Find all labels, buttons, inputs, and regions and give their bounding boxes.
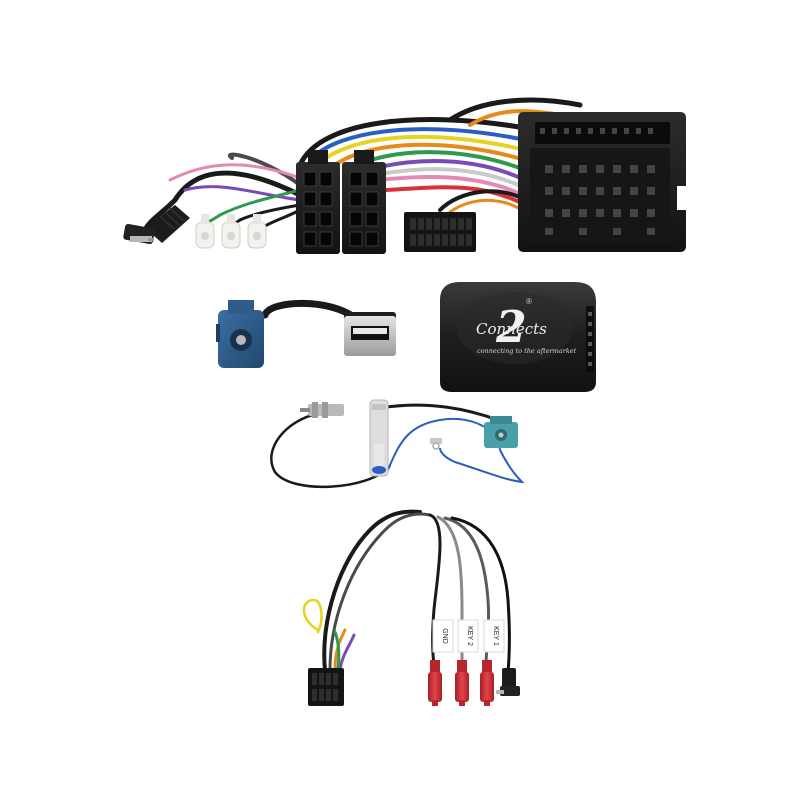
jack-plug (123, 205, 190, 245)
usb-plug (344, 312, 396, 356)
label-key1: KEY 1 (492, 626, 499, 646)
sixteen-pin-plug (404, 212, 476, 252)
iso-connectors (296, 150, 386, 254)
quadlock-connector (518, 112, 686, 252)
interface-module: 2 Connects ® connecting to the aftermark… (440, 282, 596, 392)
quadlock-pins (540, 128, 655, 235)
patch-lead: GND KEY 2 KEY 1 (302, 509, 520, 706)
fakra-usb-adapter (216, 299, 396, 368)
label-key2: KEY 2 (466, 626, 473, 646)
quadlock-harness (123, 97, 686, 254)
antenna-fakra-plug (484, 416, 518, 448)
fakra-connector (216, 300, 264, 368)
module-brand-number: 2 (495, 302, 527, 353)
module-brand-name: Connects (476, 320, 547, 338)
module-registered-mark: ® (526, 297, 532, 306)
rca-connectors (195, 214, 267, 249)
ten-pin-plug (308, 668, 344, 706)
wire-labels: GND KEY 2 KEY 1 (432, 619, 505, 653)
jack-plug-small (496, 668, 520, 696)
red-bullet-connectors (428, 660, 494, 706)
ground-eyelet (430, 438, 442, 450)
antenna-female-socket (369, 399, 389, 477)
antenna-male-plug (300, 402, 344, 418)
label-gnd: GND (441, 628, 448, 644)
module-tagline: connecting to the aftermarket (477, 347, 577, 355)
antenna-adapter (270, 399, 525, 489)
